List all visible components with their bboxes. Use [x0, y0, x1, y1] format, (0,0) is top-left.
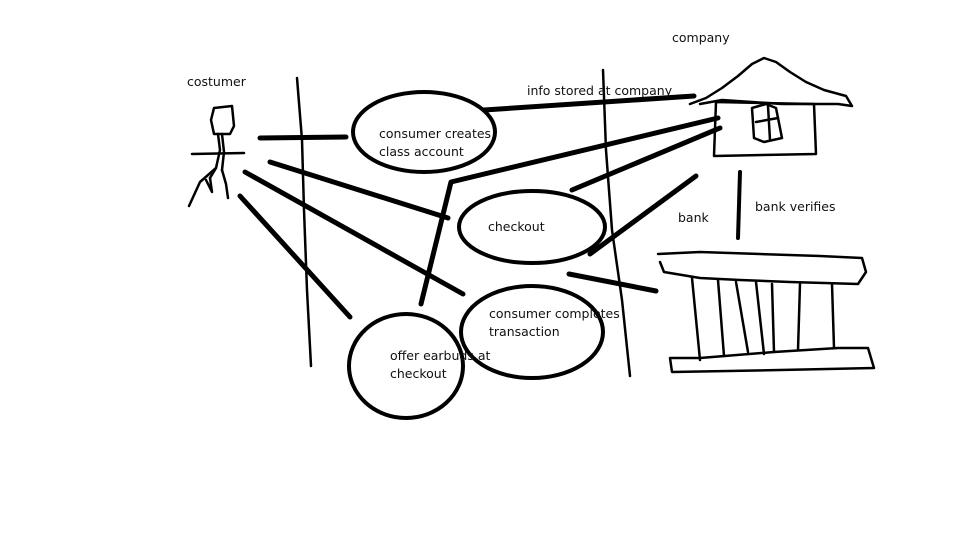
offer-earbuds-label-line2: checkout	[390, 366, 447, 381]
customer-actor-figure	[187, 104, 246, 208]
customer-offer-earbuds-line	[237, 193, 353, 320]
use-case-complete-transaction	[459, 284, 605, 380]
company-bank-line	[736, 170, 742, 240]
offer-earbuds-label-line1: offer earbuds at	[390, 348, 490, 363]
create-account-label-line2: class account	[379, 144, 464, 159]
use-case-create-account	[351, 90, 497, 174]
left-system-boundary	[295, 76, 313, 368]
customer-create-account-line	[257, 134, 349, 141]
company-actor-label: company	[672, 30, 730, 45]
complete-transaction-label-line2: transaction	[489, 324, 560, 339]
bank-actor-label: bank	[678, 210, 710, 225]
customer-actor-label: costumer	[187, 74, 247, 89]
customer-checkout-line	[267, 159, 451, 221]
use-case-checkout	[457, 189, 607, 265]
complete-transaction-bank-line	[566, 271, 659, 294]
company-building-figure	[688, 56, 854, 158]
bank-building-figure	[656, 250, 876, 374]
checkout-bank-line	[587, 173, 699, 257]
offer-earbuds-company-line	[418, 115, 721, 307]
create-account-company-line	[481, 93, 697, 113]
checkout-company-line	[569, 125, 723, 193]
checkout-label: checkout	[488, 219, 545, 234]
bank-verifies-label: bank verifies	[755, 199, 836, 214]
info-stored-label: info stored at company	[527, 83, 673, 98]
use-case-offer-earbuds	[347, 312, 465, 420]
right-system-boundary	[601, 68, 632, 378]
complete-transaction-label-line1: consumer completes	[489, 306, 620, 321]
create-account-label-line1: consumer creates	[379, 126, 491, 141]
